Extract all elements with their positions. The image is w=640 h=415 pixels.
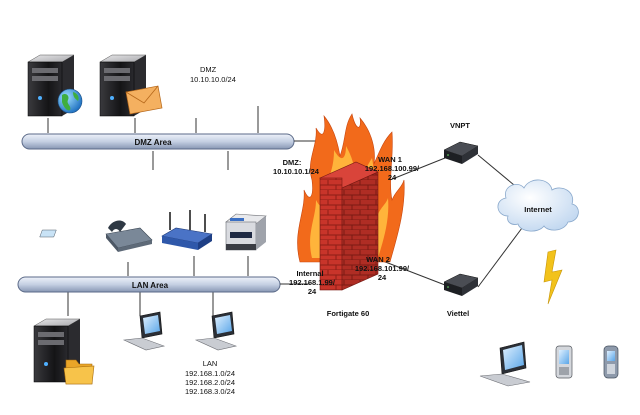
wireless-router-icon — [161, 210, 213, 250]
dmz-interface-label: DMZ: 10.10.10.1/24 — [273, 158, 320, 176]
dmz-subnet: 10.10.10.0/24 — [190, 75, 236, 84]
mobile-laptop-icon — [479, 341, 531, 387]
wan2-link — [374, 257, 446, 286]
mobile-phone-icon — [603, 345, 619, 379]
viettel-internet-link — [477, 227, 523, 288]
dmz-iface-name: DMZ: — [283, 158, 302, 167]
vnpt-modem-icon — [443, 141, 479, 164]
wan2-iface-mask: 24 — [378, 273, 387, 282]
envelope-icon — [125, 85, 163, 115]
lan-title: LAN — [203, 359, 218, 368]
lan-subnet-1: 192.168.1.0/24 — [185, 369, 235, 378]
globe-icon — [57, 88, 83, 114]
vnpt-internet-link — [477, 154, 521, 191]
internal-iface-name: Internal — [296, 269, 323, 278]
internal-iface-mask: 24 — [308, 287, 317, 296]
dmz-bus-label: DMZ Area — [134, 138, 172, 147]
lan-bus-label: LAN Area — [132, 281, 169, 290]
vnpt-label: VNPT — [450, 121, 470, 130]
firewall-name: Fortigate 60 — [327, 309, 370, 318]
dmz-iface-ip: 10.10.10.1/24 — [273, 167, 320, 176]
internal-interface-label: Internal 192.168.1.99/ 24 — [289, 269, 336, 296]
viettel-label: Viettel — [447, 309, 469, 318]
lan-subnet-2: 192.168.2.0/24 — [185, 378, 235, 387]
ip-phone-icon — [39, 220, 153, 252]
lan-laptop-2-icon — [194, 311, 238, 351]
viettel-modem-icon — [443, 273, 479, 296]
wan1-interface-label: WAN 1 192.168.100.99/ 24 — [365, 155, 420, 182]
wan1-iface-ip: 192.168.100.99/ — [365, 164, 420, 173]
lan-bus: LAN Area — [17, 256, 281, 316]
dmz-title: DMZ — [200, 65, 217, 74]
smartphone-icon — [555, 345, 573, 379]
lan-laptop-1-icon — [122, 311, 166, 351]
internet-cloud-icon — [497, 179, 579, 232]
dmz-bus: DMZ Area — [21, 106, 295, 170]
wan2-iface-name: WAN 2 — [366, 255, 390, 264]
internet-label: Internet — [524, 205, 552, 214]
internal-iface-ip: 192.168.1.99/ — [289, 278, 336, 287]
folder-icon — [63, 359, 95, 385]
lan-subnet-3: 192.168.3.0/24 — [185, 387, 235, 396]
wan1-iface-mask: 24 — [388, 173, 397, 182]
firewall-icon — [319, 161, 379, 291]
wan2-iface-ip: 192.168.101.99/ — [355, 264, 410, 273]
printer-icon — [225, 213, 267, 251]
wan2-interface-label: WAN 2 192.168.101.99/ 24 — [355, 255, 410, 282]
wan1-iface-name: WAN 1 — [378, 155, 402, 164]
lightning-icon — [543, 249, 563, 305]
